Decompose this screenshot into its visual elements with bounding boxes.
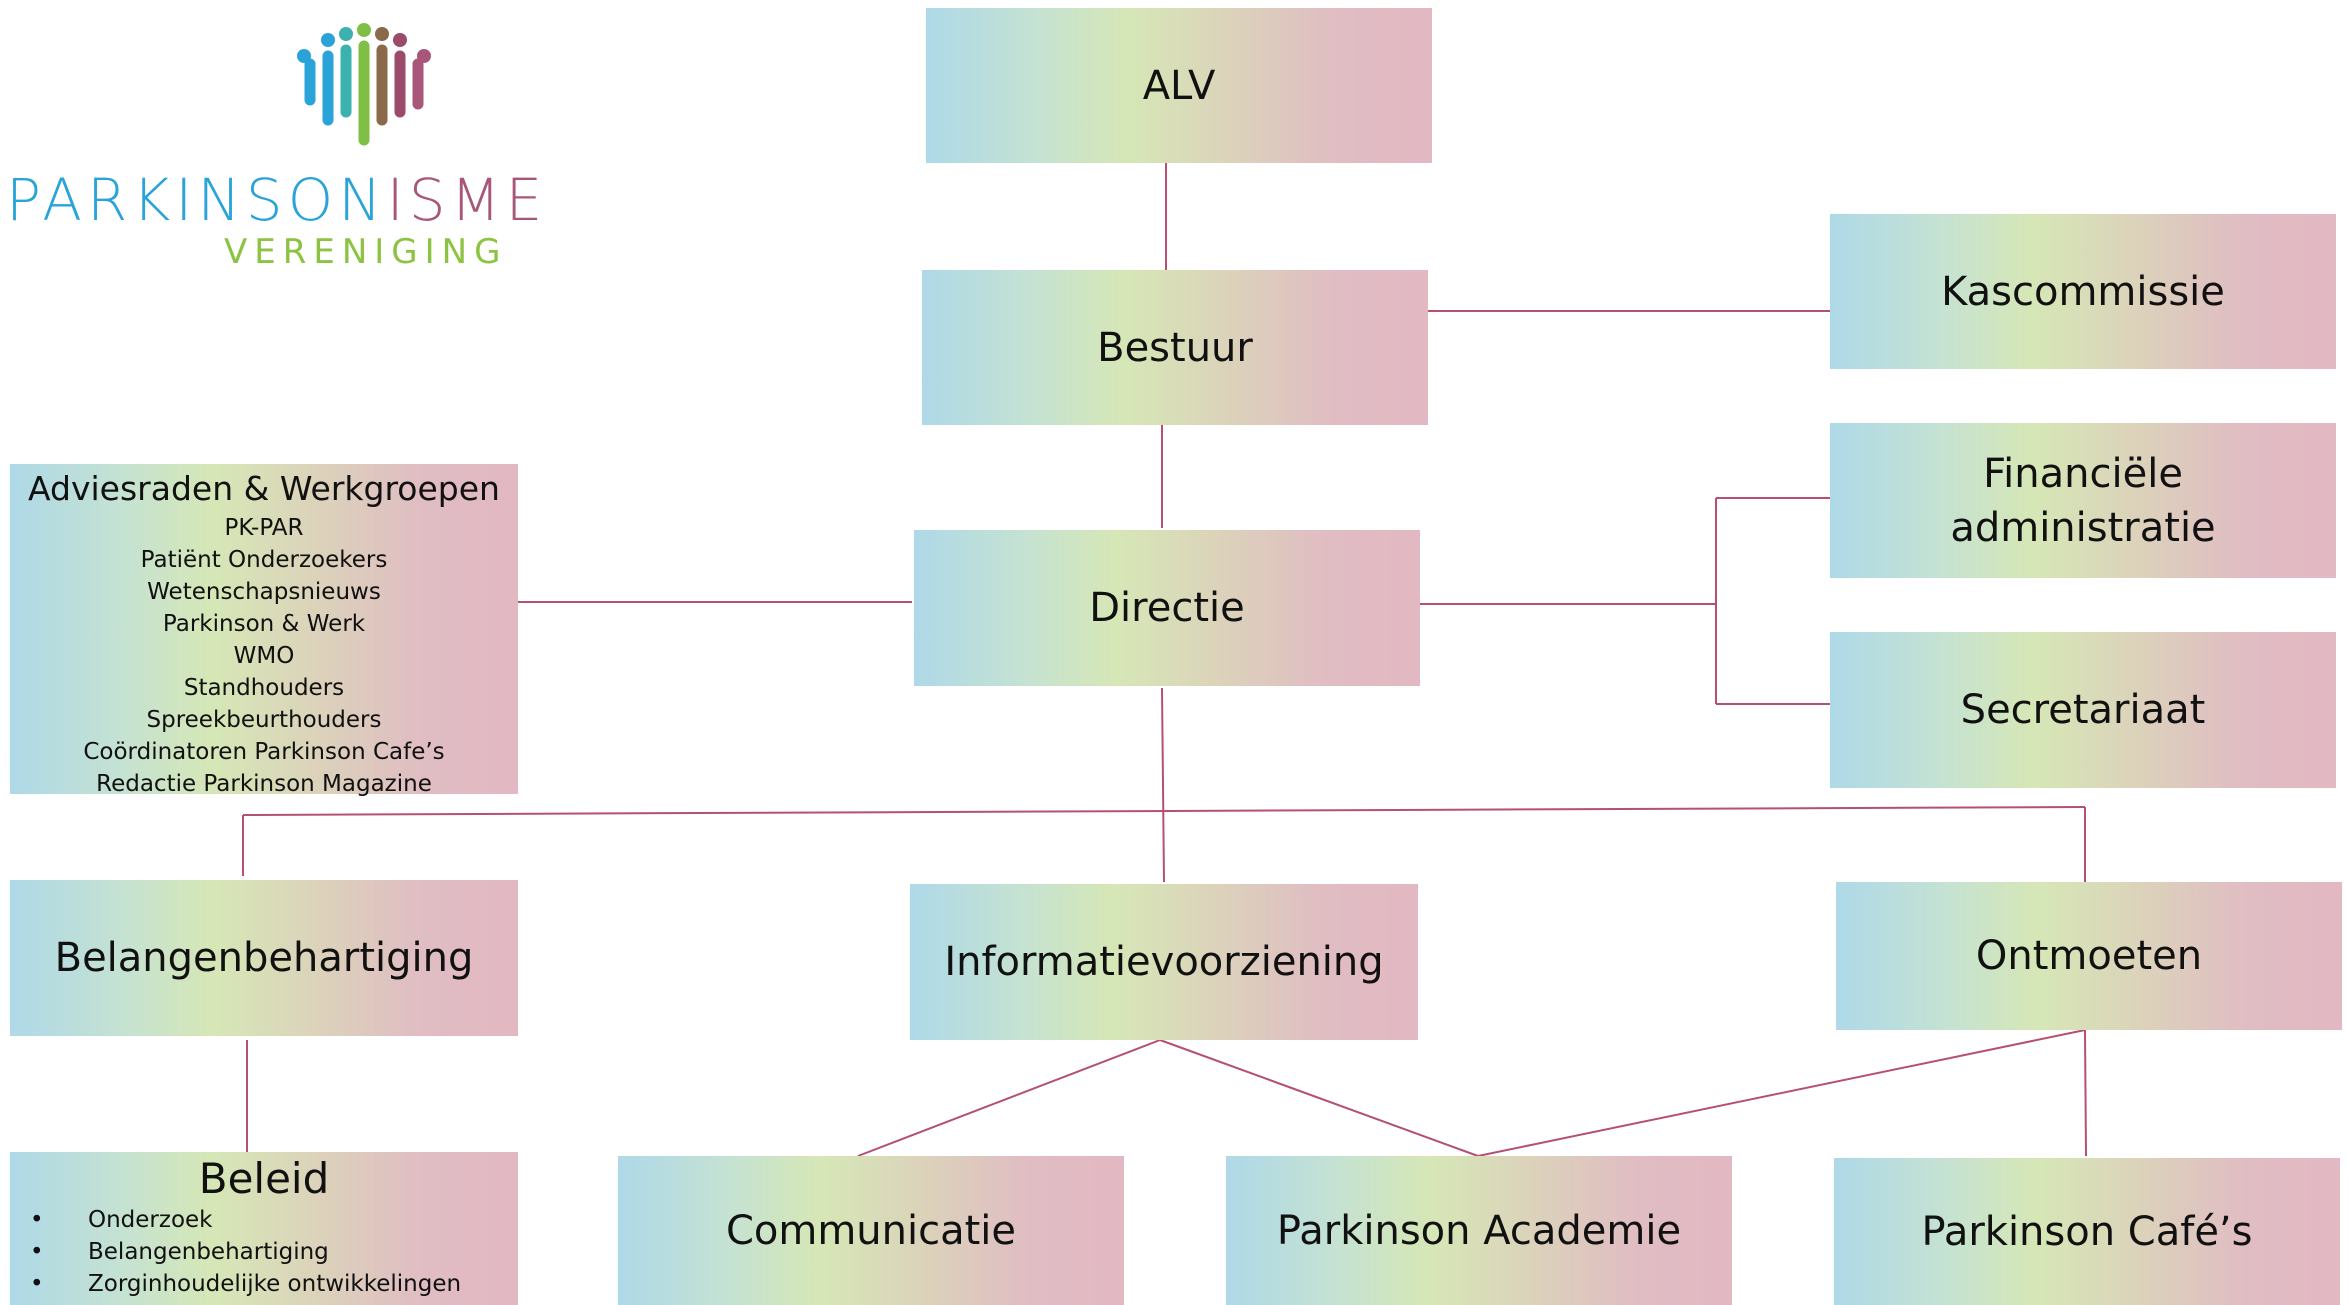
beleid-item-label: Onderzoek xyxy=(88,1207,213,1234)
beleid-title: Beleid xyxy=(198,1154,330,1203)
logo-name-part2: ISME xyxy=(386,166,548,234)
node-bestuur-label: Bestuur xyxy=(1097,324,1253,371)
adviesraden-item: Standhouders xyxy=(183,674,345,701)
node-financiele-administratie: Financiële administratie xyxy=(1830,423,2336,578)
node-parkinson-academie-label: Parkinson Academie xyxy=(1276,1207,1682,1254)
node-belangenbehartiging-label: Belangenbehartiging xyxy=(54,935,474,981)
beleid-list: • Onderzoek • Belangenbehartiging • Zorginh… xyxy=(10,1204,518,1300)
node-beleid: Beleid • Onderzoek • Belangenbehartiging •… xyxy=(10,1152,518,1305)
node-alv-label: ALV xyxy=(1142,62,1216,109)
node-financiele-line1: Financiële xyxy=(1983,450,2183,497)
people-logo-icon xyxy=(297,23,431,146)
node-informatievoorziening-label: Informatievoorziening xyxy=(944,939,1384,985)
node-kascommissie: Kascommissie xyxy=(1830,214,2336,369)
adviesraden-item: Patiënt Onderzoekers xyxy=(140,546,388,573)
node-bestuur: Bestuur xyxy=(922,270,1428,425)
node-alv: ALV xyxy=(926,8,1432,163)
node-financiele-line2: administratie xyxy=(1950,504,2216,551)
adviesraden-title: Adviesraden & Werkgroepen xyxy=(28,469,500,508)
logo-name-part1: PARKINSON xyxy=(6,166,387,234)
node-directie-label: Directie xyxy=(1089,585,1245,631)
node-ontmoeten-label: Ontmoeten xyxy=(1975,933,2203,979)
node-parkinson-cafes-label: Parkinson Café’s xyxy=(1921,1208,2253,1255)
node-ontmoeten: Ontmoeten xyxy=(1836,882,2342,1030)
bullet-icon: • xyxy=(30,1207,44,1234)
logo-wordmark: PARKINSONISME xyxy=(6,166,547,234)
adviesraden-item: Wetenschapsnieuws xyxy=(147,578,381,605)
node-parkinson-cafes: Parkinson Café’s xyxy=(1834,1158,2340,1305)
logo-subtitle: VERENIGING xyxy=(224,232,508,272)
node-adviesraden: Adviesraden & Werkgroepen PK-PAR Patiënt… xyxy=(10,464,518,797)
adviesraden-item: WMO xyxy=(233,642,295,669)
node-directie: Directie xyxy=(914,530,1420,686)
node-parkinson-academie: Parkinson Academie xyxy=(1226,1156,1732,1305)
adviesraden-item: Parkinson & Werk xyxy=(162,610,366,637)
beleid-item: • Onderzoek xyxy=(10,1204,518,1236)
bullet-icon: • xyxy=(30,1271,44,1298)
adviesraden-item: Redactie Parkinson Magazine xyxy=(96,770,432,797)
node-communicatie: Communicatie xyxy=(618,1156,1124,1305)
beleid-item: • Zorginhoudelijke ontwikkelingen xyxy=(10,1268,518,1300)
beleid-item-label: Zorginhoudelijke ontwikkelingen xyxy=(88,1271,462,1298)
beleid-item-label: Belangenbehartiging xyxy=(88,1239,329,1266)
node-belangenbehartiging: Belangenbehartiging xyxy=(10,880,518,1036)
logo: PARKINSONISME VERENIGING xyxy=(0,0,560,290)
adviesraden-item: PK-PAR xyxy=(224,514,304,541)
adviesraden-item: Coördinatoren Parkinson Cafe’s xyxy=(83,738,445,765)
node-kascommissie-label: Kascommissie xyxy=(1941,268,2225,315)
node-secretariaat-label: Secretariaat xyxy=(1960,687,2206,733)
bullet-icon: • xyxy=(30,1239,44,1266)
node-secretariaat: Secretariaat xyxy=(1830,632,2336,788)
node-communicatie-label: Communicatie xyxy=(725,1207,1017,1254)
node-informatievoorziening: Informatievoorziening xyxy=(910,884,1418,1040)
beleid-item: • Belangenbehartiging xyxy=(10,1236,518,1268)
adviesraden-item: Spreekbeurthouders xyxy=(146,706,382,733)
